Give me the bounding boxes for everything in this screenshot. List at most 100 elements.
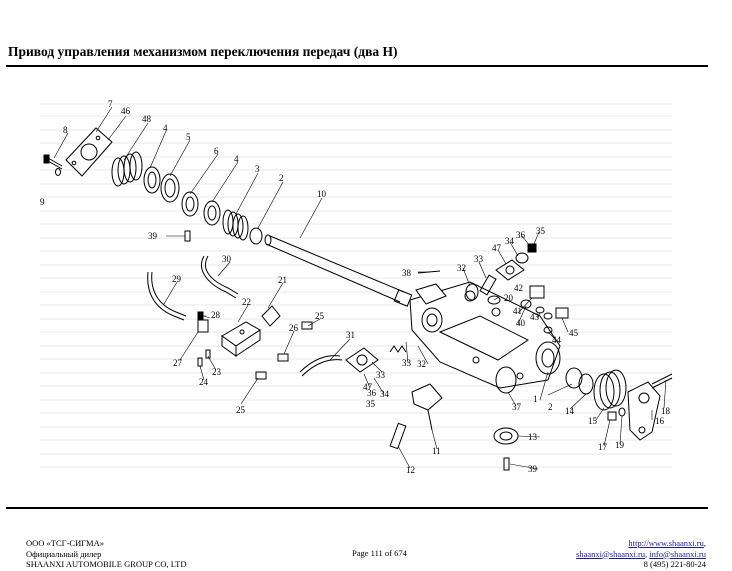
website-suffix: , <box>703 538 706 548</box>
callout-36: 36 <box>516 230 526 240</box>
pin-part-39b <box>503 457 510 471</box>
callout-9: 9 <box>40 197 45 207</box>
callout-11: 11 <box>432 446 441 456</box>
callout-20: 20 <box>504 293 514 303</box>
washer-part-34 <box>515 252 529 264</box>
bellows-part-15 <box>593 369 627 411</box>
callout-43: 43 <box>530 312 540 322</box>
callout-4b: 4 <box>234 154 239 164</box>
callout-24: 24 <box>199 377 209 387</box>
bushing-part-2 <box>249 227 263 245</box>
plug-part-42 <box>529 285 545 299</box>
ring-part-6 <box>181 191 199 217</box>
footer-dealer: Официальный дилер <box>26 548 102 559</box>
ring-part-41 <box>535 306 545 314</box>
fitting-part-32 <box>465 283 479 301</box>
page-number: Page 111 of 674 <box>352 548 407 558</box>
callout-34: 34 <box>505 236 515 246</box>
callout-46: 46 <box>121 106 131 116</box>
callout-33c: 33 <box>376 370 386 380</box>
callout-10: 10 <box>317 189 327 199</box>
rod-part-12 <box>389 422 407 450</box>
callout-30: 30 <box>222 254 232 264</box>
callout-7: 7 <box>108 99 113 109</box>
hose-part-31 <box>299 355 343 377</box>
callout-27: 27 <box>173 358 183 368</box>
nut-part-17 <box>607 411 617 421</box>
callout-13: 13 <box>528 432 538 442</box>
ring-part-40 <box>520 299 532 309</box>
ring-part-43 <box>543 312 553 320</box>
callout-23: 23 <box>212 367 222 377</box>
header-rule <box>6 65 708 67</box>
email-link-info[interactable]: info@shaanxi.ru <box>649 548 706 559</box>
bolt-part-18 <box>651 373 673 389</box>
callout-47b: 47 <box>363 382 373 392</box>
bolt-part-8 <box>43 154 63 170</box>
footer-right: http://www.shaanxi.ru, shaanxi@shaanxi.r… <box>576 538 706 570</box>
callout-labels: 7 46 8 48 4 5 6 4 3 2 9 10 39 30 29 21 2… <box>40 99 671 475</box>
ring-part-5 <box>160 173 180 203</box>
callout-26: 26 <box>289 323 299 333</box>
spring-part-3 <box>222 209 249 241</box>
plug-part-45 <box>555 307 569 319</box>
callout-48: 48 <box>142 114 152 124</box>
callout-40: 40 <box>516 318 526 328</box>
callout-33: 33 <box>474 254 484 264</box>
callout-33b: 33 <box>402 358 412 368</box>
callout-42: 42 <box>514 283 523 293</box>
callout-6: 6 <box>214 146 219 156</box>
bracket-part-21 <box>261 305 281 327</box>
lever-part-16 <box>627 381 661 441</box>
email-separator: , <box>645 548 650 559</box>
callout-32b: 32 <box>417 359 426 369</box>
valve-block-part-22 <box>221 321 261 357</box>
callout-41: 41 <box>513 306 522 316</box>
callout-44: 44 <box>552 335 562 345</box>
fitting-part-26 <box>277 353 289 362</box>
website-link[interactable]: http://www.shaanxi.ru <box>628 538 704 548</box>
shaft-part-10 <box>264 234 413 307</box>
fitting-part-27 <box>197 319 209 333</box>
callout-36b: 36 <box>367 388 377 398</box>
footer-rule <box>6 507 708 509</box>
callout-31: 31 <box>346 330 355 340</box>
flange-part-7 <box>65 127 113 177</box>
bolt-part-35 <box>527 243 537 253</box>
footer-left: ООО «ТСГ-СИГМА» Официальный дилер SHAANX… <box>26 538 187 570</box>
callout-39b: 39 <box>528 464 538 474</box>
callout-38: 38 <box>402 268 412 278</box>
callout-45: 45 <box>569 328 579 338</box>
callout-25b: 25 <box>236 405 246 415</box>
callout-28: 28 <box>211 310 221 320</box>
callout-4: 4 <box>163 123 168 133</box>
footer-group: SHAANXI AUTOMOBILE GROUP CO, LTD <box>26 559 187 569</box>
bellows-part-48 <box>111 151 143 187</box>
spring-part-33 <box>479 274 497 296</box>
callout-37: 37 <box>512 402 522 412</box>
callout-18: 18 <box>661 406 671 416</box>
footer-company: ООО «ТСГ-СИГМА» <box>26 538 104 548</box>
callout-39: 39 <box>148 231 158 241</box>
clamp-part-13 <box>493 427 519 445</box>
gasket-part-47 <box>495 259 525 281</box>
fitting-part-23 <box>205 349 211 359</box>
callout-17: 17 <box>598 442 608 452</box>
page-title: Привод управления механизмом переключени… <box>8 44 398 59</box>
callout-2: 2 <box>279 173 284 183</box>
washer-part-19 <box>618 407 626 417</box>
seal-part-2 <box>565 367 583 389</box>
callout-47: 47 <box>492 243 502 253</box>
valve-part-11 <box>411 383 443 431</box>
callout-25: 25 <box>315 311 325 321</box>
hose-part-30 <box>201 255 239 299</box>
callout-3: 3 <box>255 164 260 174</box>
ring-part-14 <box>578 373 594 395</box>
washer-part-9 <box>55 168 61 176</box>
fitting-part-25b <box>255 371 267 380</box>
callout-12: 12 <box>406 465 415 475</box>
callout-35: 35 <box>536 226 546 236</box>
hose-part-29 <box>147 271 187 321</box>
email-link-shaanxi[interactable]: shaanxi@shaanxi.ru <box>576 548 646 559</box>
